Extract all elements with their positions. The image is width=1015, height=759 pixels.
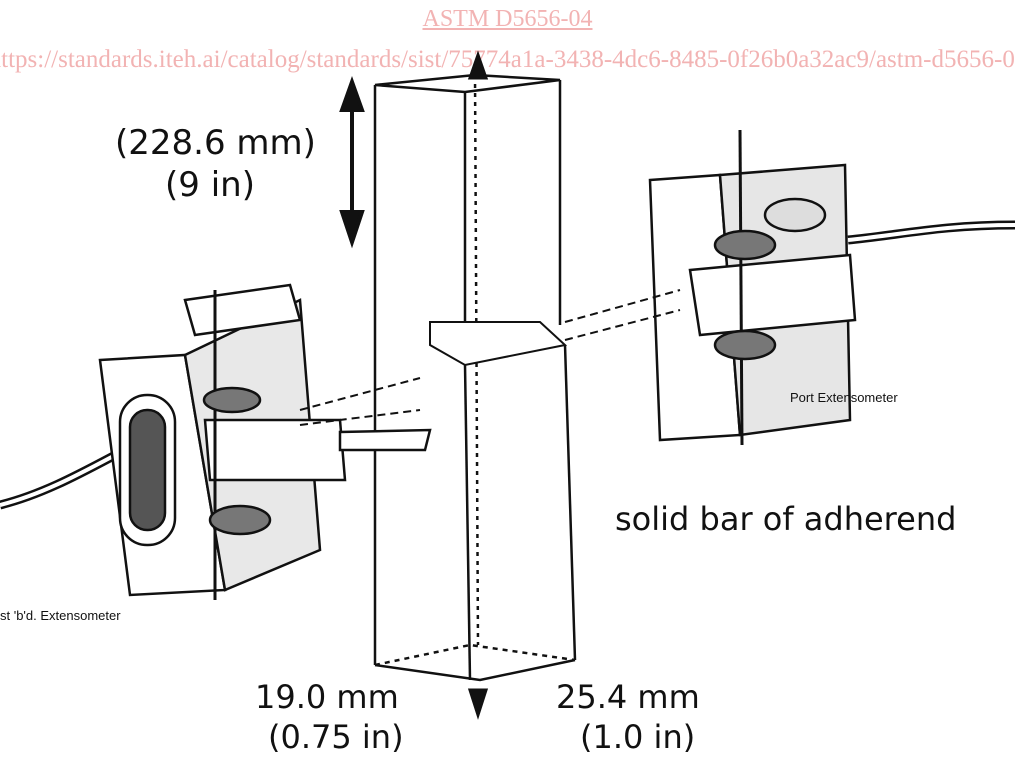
standard-url-watermark[interactable]: https://standards.iteh.ai/catalog/standa… [0,46,1015,73]
height-in-label: (9 in) [165,165,255,205]
depth-mm-label: 25.4 mm [556,678,700,716]
width-mm-label: 19.0 mm [255,678,399,716]
port-extensometer-drawing [564,129,1015,446]
bond-tab [429,321,568,367]
adherend-bar [373,73,577,682]
depth-in-label: (1.0 in) [580,718,696,756]
standard-title-link[interactable]: ASTM D5656-04 [422,6,593,32]
center-axis-arrows [467,50,489,720]
adherend-bar-label: solid bar of adherend [615,500,957,538]
height-arrow [339,76,365,249]
starboard-extensometer-label: st 'b'd. Extensometer [0,608,121,623]
port-extensometer-label: Port Extensometer [790,390,898,405]
starboard-extensometer-drawing [0,283,432,600]
height-mm-label: (228.6 mm) [115,123,316,163]
width-in-label: (0.75 in) [268,718,404,756]
